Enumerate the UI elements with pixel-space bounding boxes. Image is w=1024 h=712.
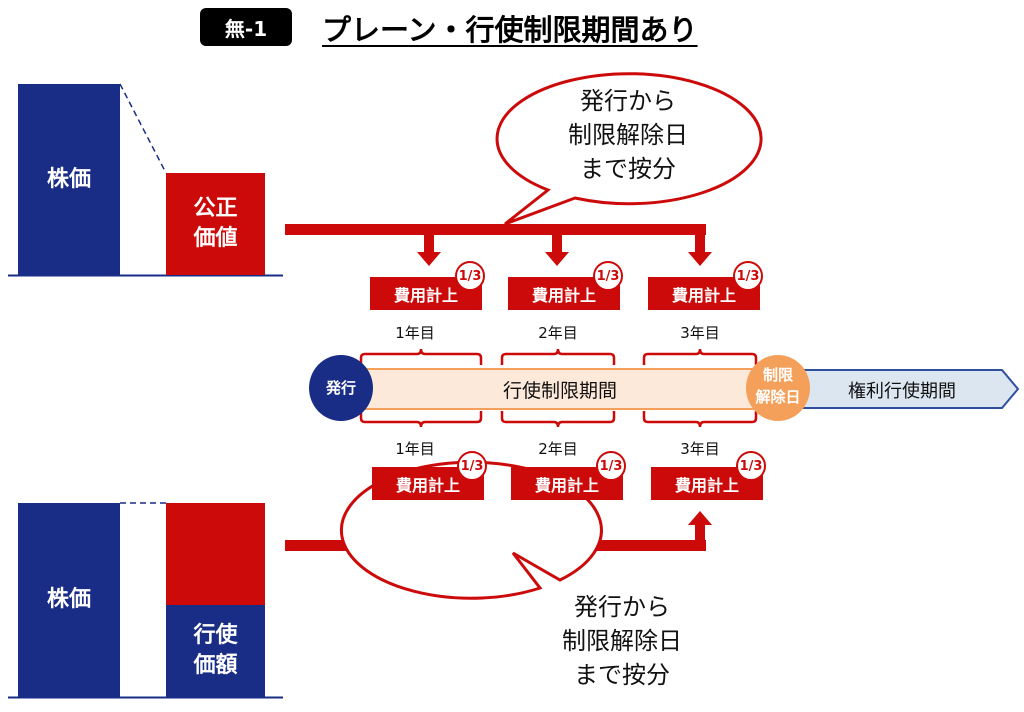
fraction-badge: 1/3 (457, 451, 487, 481)
stock-price-bar: 株価 (18, 503, 120, 697)
fair-value-label: 公正 (193, 196, 238, 221)
year-label: 2年目 (538, 440, 578, 458)
dashed-connector (119, 83, 167, 174)
bubble-line: 発行から (574, 593, 670, 621)
bubble-text-top: 発行から 制限解除日 まで按分 (528, 84, 728, 186)
year-label: 1年目 (395, 324, 435, 342)
exercise-price-label: 価額 (193, 653, 238, 678)
release-date-circle (746, 355, 810, 421)
year-label: 3年目 (680, 440, 720, 458)
year-braces (359, 348, 758, 428)
year-label: 1年目 (395, 440, 435, 458)
fraction-badge: 1/3 (733, 261, 763, 291)
fraction-badge: 1/3 (455, 261, 485, 291)
issue-circle (309, 355, 373, 421)
year-label: 2年目 (538, 324, 578, 342)
fraction-badge: 1/3 (596, 451, 626, 481)
exercise-price-bar: 行使 価額 (166, 605, 265, 697)
bubble-line: 発行から (580, 87, 676, 115)
top-distribution-arrows (285, 224, 712, 266)
fraction-badge: 1/3 (736, 451, 766, 481)
release-line: 解除日 (755, 388, 801, 406)
exercise-period-label: 権利行使期間 (848, 381, 956, 402)
bubble-line: まで按分 (580, 155, 676, 183)
issue-label: 発行 (325, 379, 356, 397)
expense-badge: 費用計上 (508, 277, 620, 310)
intrinsic-value-bar (166, 503, 265, 605)
section-badge: 無-1 (200, 8, 292, 46)
fraction-badge: 1/3 (593, 261, 623, 291)
stock-price-bar: 株価 (18, 84, 120, 275)
year-label: 3年目 (680, 324, 720, 342)
bubble-line: 制限解除日 (562, 627, 682, 655)
release-date-label: 制限 解除日 (746, 364, 810, 408)
release-line: 制限 (762, 366, 793, 384)
bubble-text-bottom: 発行から 制限解除日 まで按分 (522, 590, 722, 692)
fair-value-label: 価値 (193, 226, 238, 251)
exercise-price-label: 行使 (193, 623, 238, 648)
restriction-period-label: 行使制限期間 (502, 380, 617, 402)
speech-bubble-top (495, 72, 763, 226)
page-title: プレーン・行使制限期間あり (322, 13, 698, 47)
bubble-line: 制限解除日 (568, 121, 688, 149)
fair-value-bar: 公正 価値 (166, 173, 265, 275)
bubble-line: まで按分 (574, 661, 670, 689)
